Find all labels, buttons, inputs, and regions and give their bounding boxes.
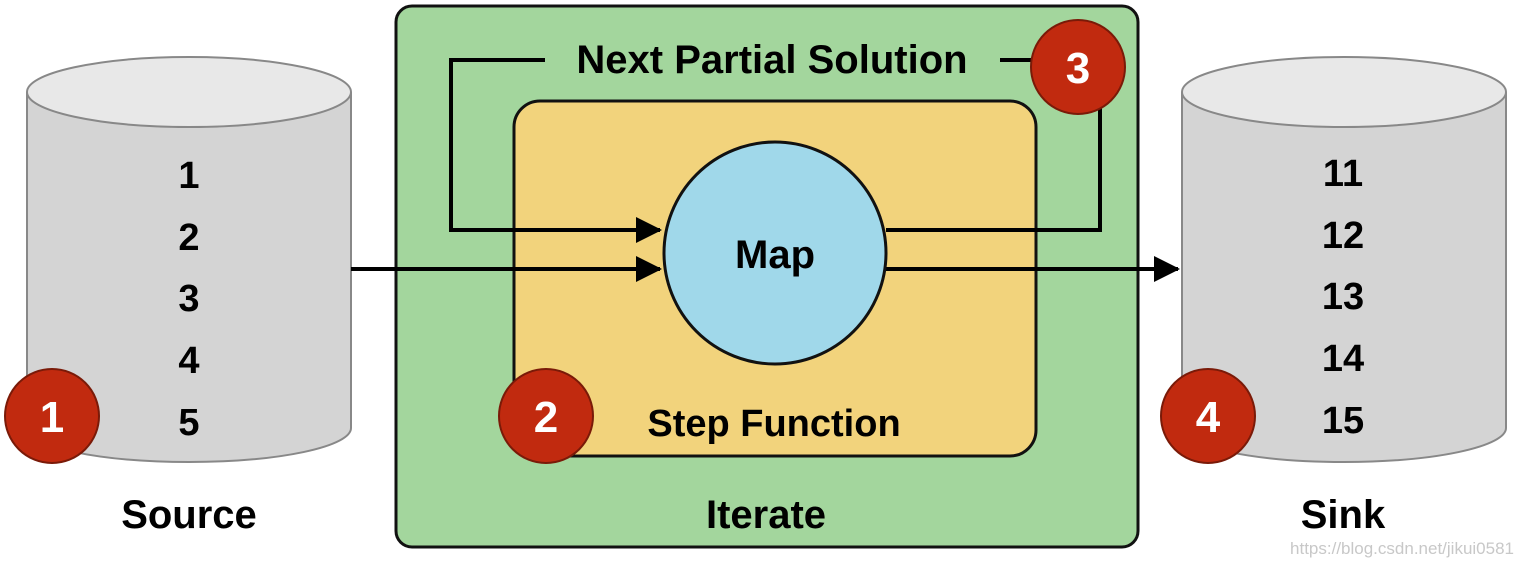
sink-label: Sink xyxy=(1301,493,1386,537)
sink-item: 15 xyxy=(1322,400,1364,442)
badge-4-number: 4 xyxy=(1196,393,1221,442)
source-item: 5 xyxy=(178,402,199,444)
map-label: Map xyxy=(735,233,815,277)
badge-3: 3 xyxy=(1030,19,1126,115)
watermark-text: https://blog.csdn.net/jikui0581 xyxy=(1290,539,1514,558)
source-items: 1 2 3 4 5 xyxy=(178,155,199,444)
badge-2: 2 xyxy=(498,368,594,464)
badge-1: 1 xyxy=(4,368,100,464)
badge-2-number: 2 xyxy=(534,393,558,442)
sink-item: 12 xyxy=(1322,215,1364,257)
iterate-label: Iterate xyxy=(706,493,826,537)
source-item: 4 xyxy=(178,340,199,382)
source-label: Source xyxy=(121,493,257,537)
step-function-label: Step Function xyxy=(647,403,900,445)
map-node xyxy=(662,140,888,366)
feedback-loop-arrow xyxy=(449,58,662,243)
sink-item: 13 xyxy=(1322,276,1364,318)
sink-item: 14 xyxy=(1322,338,1364,380)
sink-items: 11 12 13 14 15 xyxy=(1322,153,1364,442)
next-partial-solution-label: Next Partial Solution xyxy=(576,38,967,82)
source-item: 2 xyxy=(178,217,199,259)
badge-1-number: 1 xyxy=(40,393,64,442)
source-item: 3 xyxy=(178,278,199,320)
sink-item: 11 xyxy=(1323,153,1363,195)
badge-3-number: 3 xyxy=(1066,44,1090,93)
badge-4: 4 xyxy=(1160,368,1256,464)
source-database-icon xyxy=(26,56,352,463)
source-item: 1 xyxy=(178,155,199,197)
